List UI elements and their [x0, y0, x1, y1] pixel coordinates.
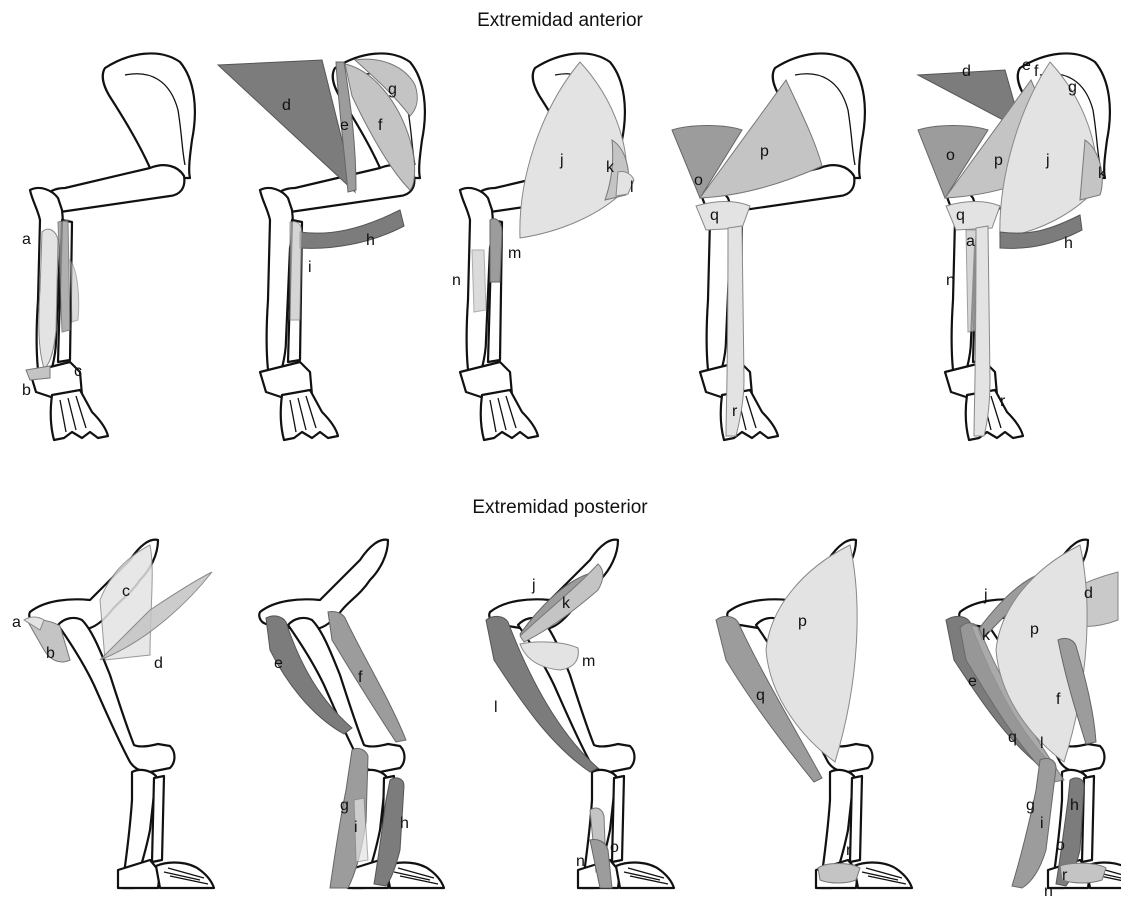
hind-p2-label-0: e: [274, 655, 283, 672]
fore-p3-label-4: n: [452, 272, 461, 289]
hind-p2-label-3: i: [354, 819, 358, 836]
fore-p2-label-5: i: [308, 259, 312, 276]
hindlimb-panel-4: p q r: [716, 540, 912, 888]
fore-p3-label-0: j: [559, 152, 564, 169]
hind-p5-label-12: r: [1062, 867, 1068, 884]
hind-p4-label-1: q: [756, 687, 765, 704]
anterior-row-title: Extremidad anterior: [477, 10, 643, 31]
hind-p5-label-13: n: [1044, 883, 1053, 899]
hind-p3-label-1: k: [562, 595, 571, 612]
hind-p3-label-5: o: [610, 839, 619, 856]
fore-p4-label-2: q: [710, 207, 719, 224]
fore-p2-label-1: e: [340, 117, 349, 134]
fore-p5-label-10: h: [1064, 235, 1073, 252]
hind-p4-label-2: r: [846, 842, 852, 859]
fore-p2-label-4: h: [366, 232, 375, 249]
forelimb-panel-4: o p q r: [672, 53, 865, 440]
hind-p2-label-2: g: [340, 797, 349, 814]
fore-p5-label-5: p: [994, 152, 1003, 169]
hind-p3-label-3: l: [494, 699, 498, 716]
fore-p3-label-1: k: [606, 159, 615, 176]
fore-p1-label-2: c: [74, 363, 82, 380]
fore-p5-label-9: a: [966, 233, 975, 250]
hind-p3-label-2: m: [582, 653, 595, 670]
fore-p5-label-7: k: [1098, 165, 1107, 182]
hind-p1-label-1: a: [12, 614, 21, 631]
fore-p5-label-3: g: [1068, 79, 1077, 96]
hind-p3-label-0: j: [531, 577, 536, 594]
hind-p5-label-4: e: [968, 673, 977, 690]
hind-p2-label-4: h: [400, 815, 409, 832]
forelimb-panel-2: d e g f h i: [218, 53, 425, 440]
forelimb-panel-1: a b c: [22, 53, 195, 440]
hindlimb-panel-5: j d k p e f q l g h i o r n: [946, 540, 1121, 899]
fore-p2-label-0: d: [282, 97, 291, 114]
hind-p5-label-3: p: [1030, 621, 1039, 638]
fore-p2-label-2: g: [388, 81, 397, 98]
hind-p5-label-8: g: [1026, 797, 1035, 814]
hind-p3-label-4: n: [576, 853, 585, 870]
hind-p5-label-6: q: [1008, 729, 1017, 746]
hind-p1-label-3: d: [154, 655, 163, 672]
hind-p1-label-0: c: [122, 583, 130, 600]
hind-p4-label-0: p: [798, 613, 807, 630]
forelimb-panel-3: j k l m n: [452, 53, 634, 440]
hindlimb-panel-1: c a b d: [12, 540, 214, 888]
fore-p5-label-6: j: [1045, 152, 1050, 169]
hind-p5-label-9: h: [1070, 797, 1079, 814]
hind-p5-label-10: i: [1040, 815, 1044, 832]
hindlimb-panel-3: j k m l n o: [486, 540, 674, 888]
fore-p1-label-1: b: [22, 382, 31, 399]
fore-p3-label-3: m: [508, 245, 521, 262]
fore-p5-label-4: o: [946, 147, 955, 164]
hind-p5-label-5: f: [1056, 691, 1061, 708]
hind-p2-label-1: f: [358, 669, 363, 686]
fore-p4-label-1: p: [760, 143, 769, 160]
fore-p1-label-0: a: [22, 231, 31, 248]
hind-p5-label-7: l: [1040, 735, 1044, 752]
fore-p5-label-0: d: [962, 63, 971, 80]
fore-p5-label-12: r: [1000, 393, 1006, 410]
hind-p1-label-2: b: [46, 645, 55, 662]
fore-p5-label-11: n: [946, 272, 955, 289]
fore-p4-label-0: o: [694, 172, 703, 189]
hind-p5-label-2: k: [982, 627, 991, 644]
fore-p3-label-2: l: [630, 179, 634, 196]
posterior-row-title: Extremidad posterior: [472, 497, 648, 518]
fore-p5-label-2: f: [1034, 63, 1039, 80]
hindlimb-panel-2: e f g i h: [259, 540, 444, 888]
hind-p5-label-11: o: [1056, 837, 1065, 854]
fore-p5-label-1: e: [1022, 57, 1031, 74]
fore-p4-label-3: r: [732, 403, 738, 420]
forelimb-panel-5: d e f g o p j k q a h n r: [918, 53, 1110, 440]
hind-p5-label-0: j: [983, 587, 988, 604]
hind-p5-label-1: d: [1084, 585, 1093, 602]
fore-p2-label-3: f: [378, 117, 383, 134]
fore-p5-label-8: q: [956, 207, 965, 224]
